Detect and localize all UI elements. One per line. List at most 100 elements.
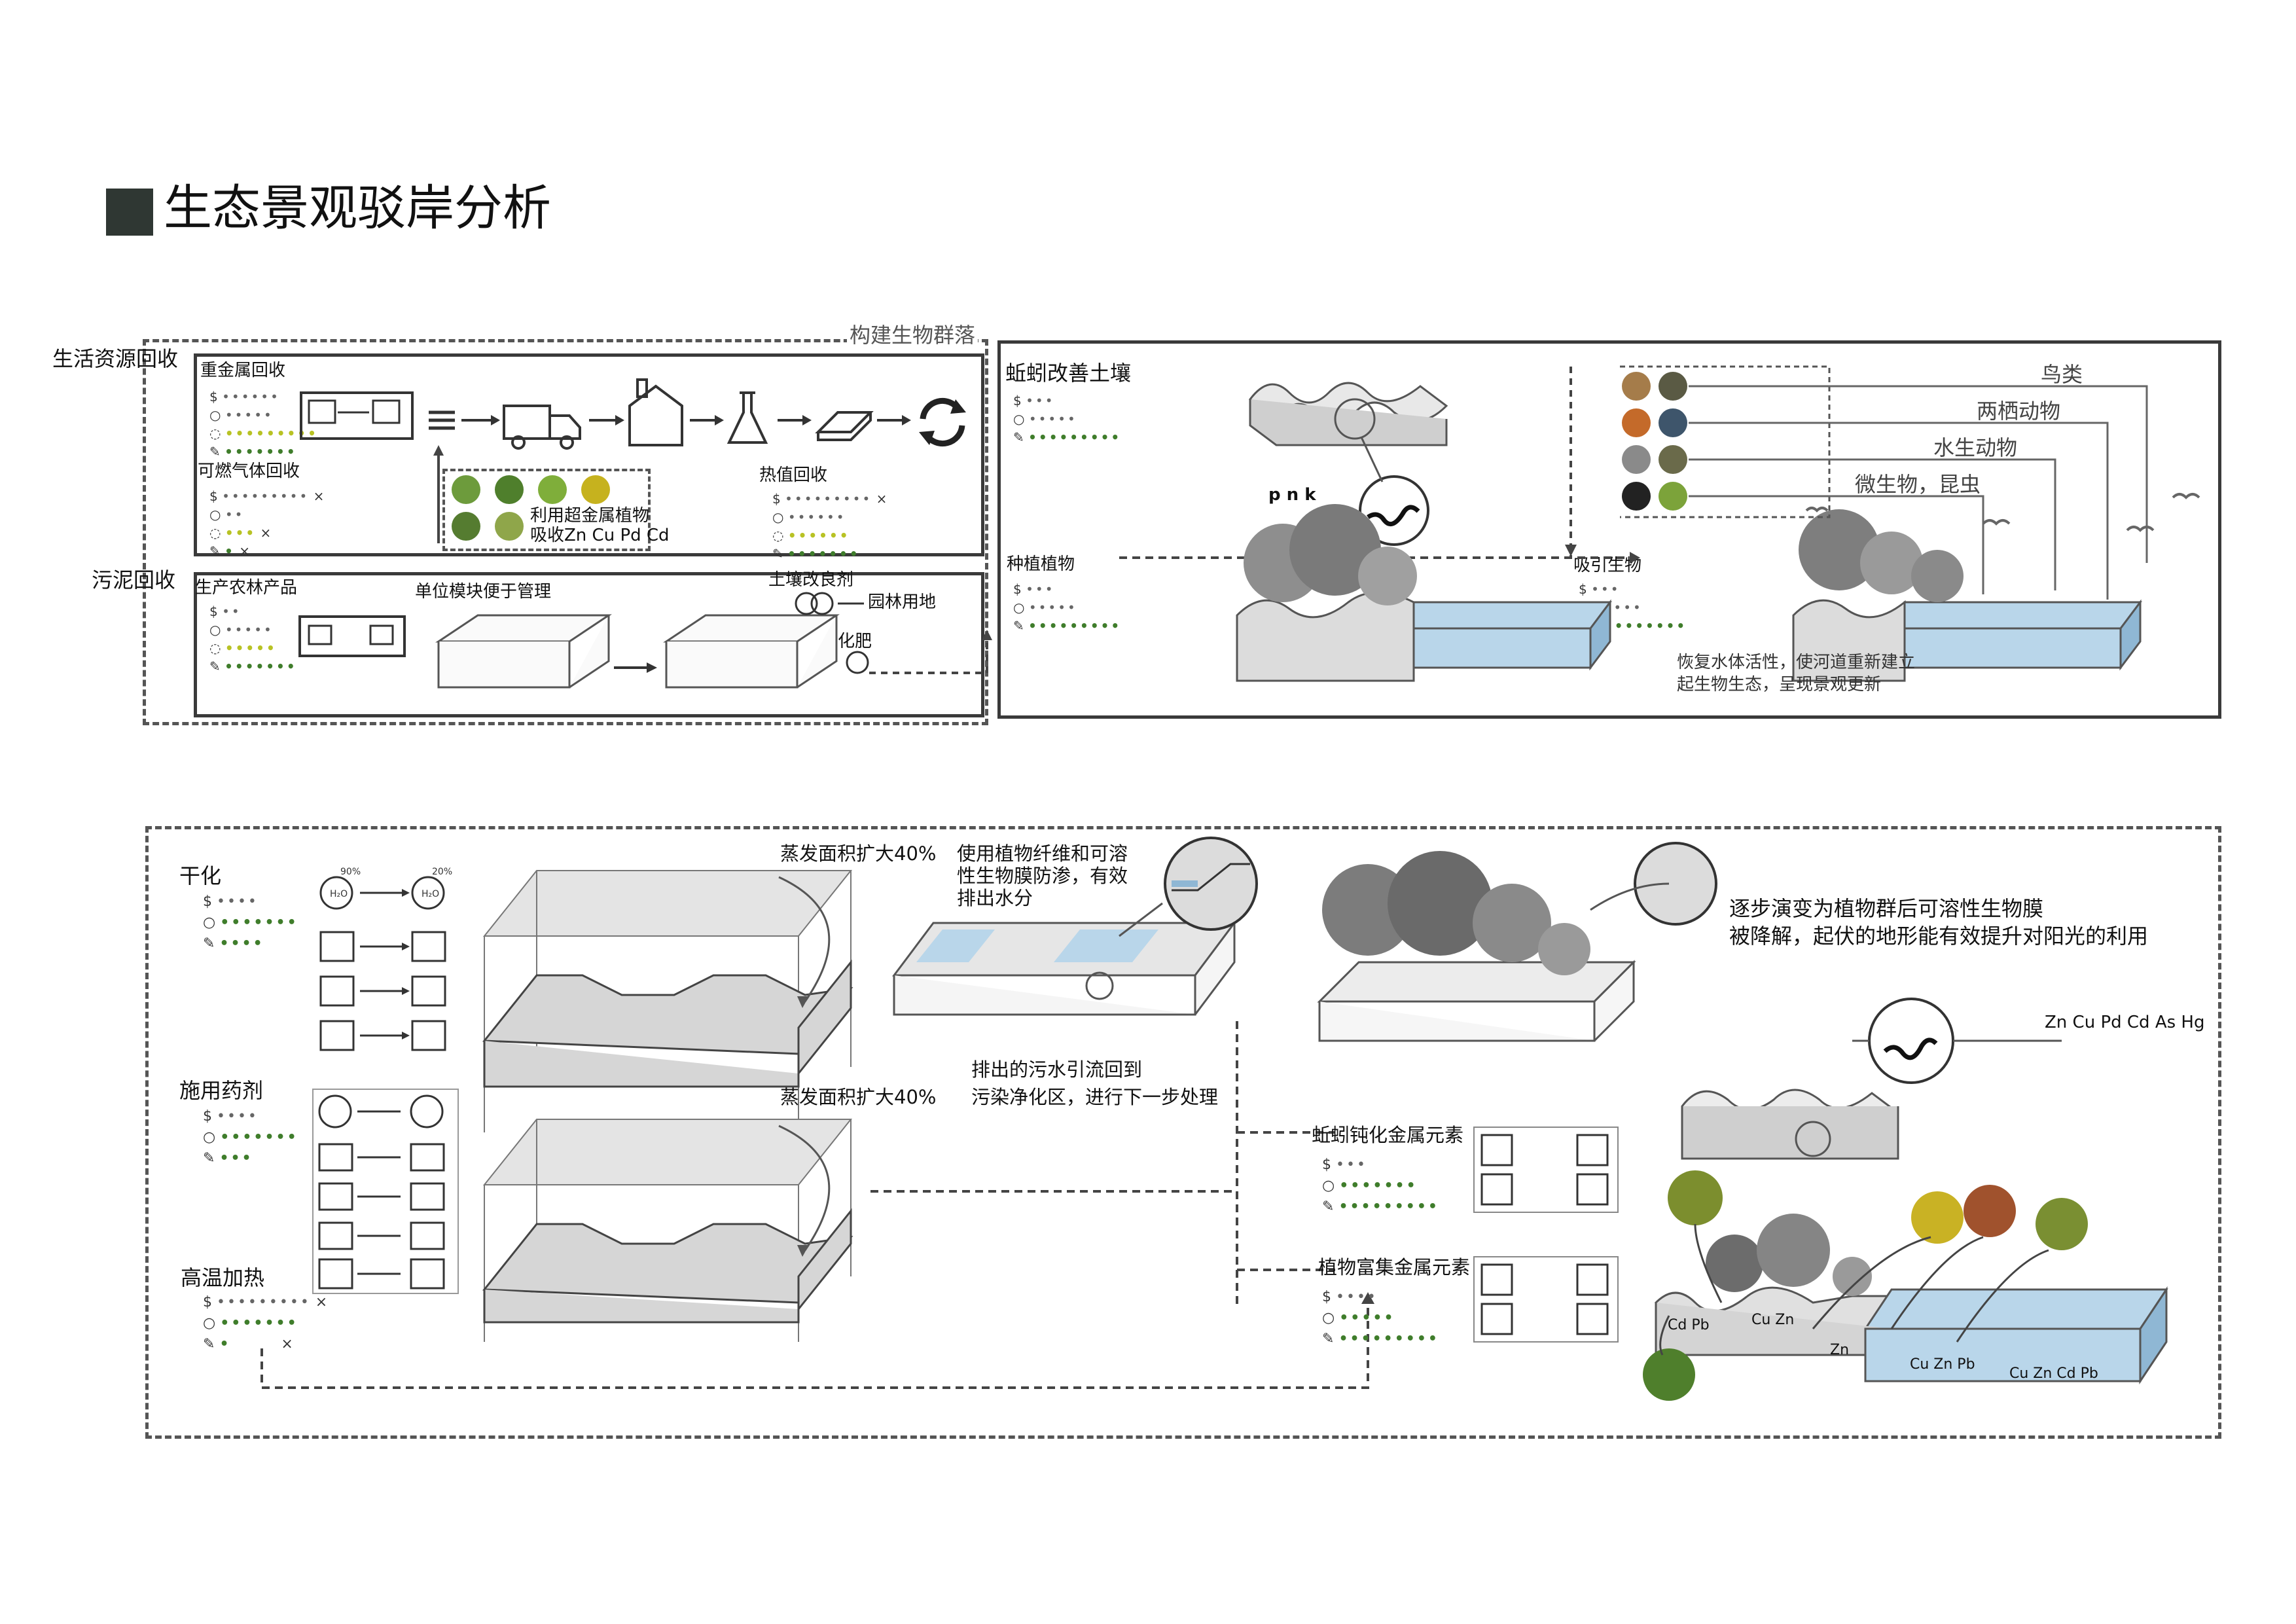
metal-tables <box>1473 1127 1619 1343</box>
bottom-flow-connectors <box>260 1021 1374 1389</box>
unit-module-blocks <box>435 614 840 689</box>
earthworm-zoom-circle <box>1359 475 1429 546</box>
sludge-recovery-box <box>194 572 984 717</box>
evaporation-label-2: 蒸发面积扩大40% <box>780 1086 937 1108</box>
household-recovery-box <box>194 353 984 556</box>
recovery-device-icon <box>300 391 414 440</box>
plant-photo-3 <box>538 475 567 504</box>
earthworm-icon <box>1367 505 1420 527</box>
pesticide-legend: $ •••• ○ ••••••• ✎ ••• <box>203 1108 298 1166</box>
svg-text:H₂O: H₂O <box>330 889 348 899</box>
page-title: 生态景观驳岸分析 <box>164 180 551 236</box>
heavy-metal-label: 重金属回收 <box>200 361 286 380</box>
earthworm-metal-label: 蚯蚓钝化金属元素 <box>1312 1124 1464 1146</box>
module-device-icon <box>298 615 406 657</box>
metal-tag-cu-zn: Cu Zn <box>1751 1312 1795 1328</box>
microbes-insects-label: 微生物，昆虫 <box>1855 472 1981 497</box>
accumulator-photo-1 <box>1668 1170 1723 1225</box>
flask-icon <box>726 391 768 444</box>
combustible-gas-label: 可燃气体回收 <box>198 461 300 481</box>
earthworm-legend: $ ••• ○ ••••• ✎ ••••••••• <box>1013 393 1122 445</box>
coil-icon <box>429 410 455 430</box>
plant-photo-4 <box>581 475 610 504</box>
bird-icons <box>1805 493 2200 532</box>
biocommunity-group-label: 构建生物群落 <box>847 323 978 348</box>
ingot-icon <box>815 411 874 441</box>
row-label-sludge: 污泥回收 <box>92 568 176 592</box>
truck-icon <box>503 405 581 450</box>
drain-caption-2: 污染净化区，进行下一步处理 <box>971 1086 1219 1108</box>
plant-caption-1: 利用超金属植物 <box>530 506 650 526</box>
svg-text:90%: 90% <box>340 867 361 877</box>
metal-tag-cu-zn-pb: Cu Zn Pb <box>1910 1356 1975 1373</box>
plant-photo-2 <box>495 475 524 504</box>
metals-list: Zn Cu Pd Cd As Hg <box>2045 1013 2205 1032</box>
plant-caption-2: 吸收Zn Cu Pd Cd <box>530 526 670 545</box>
arrow-up-to-chain <box>433 445 444 543</box>
soil-block <box>1248 382 1448 446</box>
restore-caption-1: 恢复水体活性，使河道重新建立 <box>1677 653 1916 672</box>
plant-photo-1 <box>452 475 480 504</box>
plant-photo-6 <box>495 512 524 541</box>
soil-conditioner-label: 土壤改良剂 <box>768 570 854 590</box>
row-label-household: 生活资源回收 <box>52 346 179 371</box>
biocommunity-group-frame <box>143 339 988 725</box>
accumulator-photo-4 <box>2036 1198 2088 1250</box>
organism-photos <box>1622 372 1687 511</box>
agri-forest-legend: $ •• ○ ••••• ◌ ••••• ✎ ••••••• <box>209 604 297 674</box>
membrane-caption-3: 排出水分 <box>957 887 1033 909</box>
metal-tag-zn: Zn <box>1830 1342 1850 1358</box>
aquatic-animals-label: 水生动物 <box>1933 435 2018 460</box>
membrane-caption-1: 使用植物纤维和可溶 <box>957 842 1128 865</box>
pesticide-icon-grid <box>312 1089 459 1294</box>
accumulator-photo-3 <box>1964 1185 2016 1237</box>
accumulator-photo-2 <box>1911 1191 1964 1244</box>
succession-caption-2: 被降解，起伏的地形能有效提升对阳光的利用 <box>1729 924 2149 948</box>
hyperaccumulator-box <box>442 469 651 551</box>
membrane-block <box>892 837 1258 1016</box>
metal-tag-cu-zn-cd-pb: Cu Zn Cd Pb <box>2009 1365 2098 1382</box>
drain-caption-1: 排出的污水引流回到 <box>971 1058 1143 1081</box>
restore-caption-2: 起生物生态，呈现景观更新 <box>1677 675 1882 695</box>
ecosystem-panel <box>997 340 2221 719</box>
svg-text:20%: 20% <box>432 867 452 877</box>
membrane-caption-2: 性生物膜防渗，有效 <box>957 865 1128 887</box>
high-temp-label: 高温加热 <box>181 1265 265 1290</box>
plant-photo-5 <box>452 512 480 541</box>
ecosystem-diagram <box>1119 365 2200 682</box>
accumulator-photo-5 <box>1643 1348 1695 1401</box>
drying-label: 干化 <box>179 863 222 888</box>
factory-icon <box>628 378 683 446</box>
fertilizer-label: 化肥 <box>838 632 872 651</box>
plant-metal-legend: $ •••• ○ ••••• ✎ ••••••••• <box>1322 1289 1439 1347</box>
title-square-icon <box>106 189 153 236</box>
drying-legend: $ •••• ○ ••••••• ✎ •••• <box>203 893 298 952</box>
garden-land-label: 园林用地 <box>868 592 937 612</box>
combustible-gas-legend: $ ••••••••• × ○ •• ◌ ••• × ✎ • × <box>209 488 325 559</box>
plant-vegetation-label: 种植植物 <box>1007 554 1075 574</box>
heat-recovery-legend: $ ••••••••• × ○ •••••• ◌ •••••• ✎ ••••••… <box>772 491 888 562</box>
high-temp-legend: $ ••••••••• × ○ ••••••• ✎ • × <box>203 1294 328 1352</box>
svg-text:H₂O: H₂O <box>422 889 439 899</box>
unit-module-label: 单位模块便于管理 <box>415 582 552 602</box>
metal-tag-cd-pb: Cd Pb <box>1668 1317 1710 1333</box>
plant-metal-label: 植物富集金属元素 <box>1318 1256 1471 1278</box>
plant-photos <box>452 475 610 541</box>
drying-boxes <box>482 870 853 1342</box>
pnk-label: p n k <box>1268 485 1316 505</box>
succession-diagram <box>1317 842 2168 1401</box>
evaporation-label-1: 蒸发面积扩大40% <box>780 842 937 865</box>
vegetation-legend: $ ••• ○ ••••• ✎ ••••••••• <box>1013 581 1122 634</box>
pesticide-label: 施用药剂 <box>179 1078 264 1103</box>
restored-bank <box>1792 509 2142 682</box>
succession-caption-1: 逐步演变为植物群后可溶性生物膜 <box>1729 896 2044 921</box>
purification-panel <box>145 826 2221 1439</box>
earthworm-soil-label: 蚯蚓改善土壤 <box>1005 361 1132 386</box>
recovery-process-chain <box>300 378 966 450</box>
soil-flow-lines <box>795 592 992 674</box>
earthworm-metal-legend: $ ••• ○ ••••••• ✎ ••••••••• <box>1322 1157 1439 1215</box>
planted-bank <box>1236 504 1612 682</box>
agri-forest-label: 生产农林产品 <box>195 578 298 598</box>
drying-icon-grid: H₂O H₂O 90% 20% <box>319 867 452 1051</box>
birds-label: 鸟类 <box>2041 362 2083 387</box>
